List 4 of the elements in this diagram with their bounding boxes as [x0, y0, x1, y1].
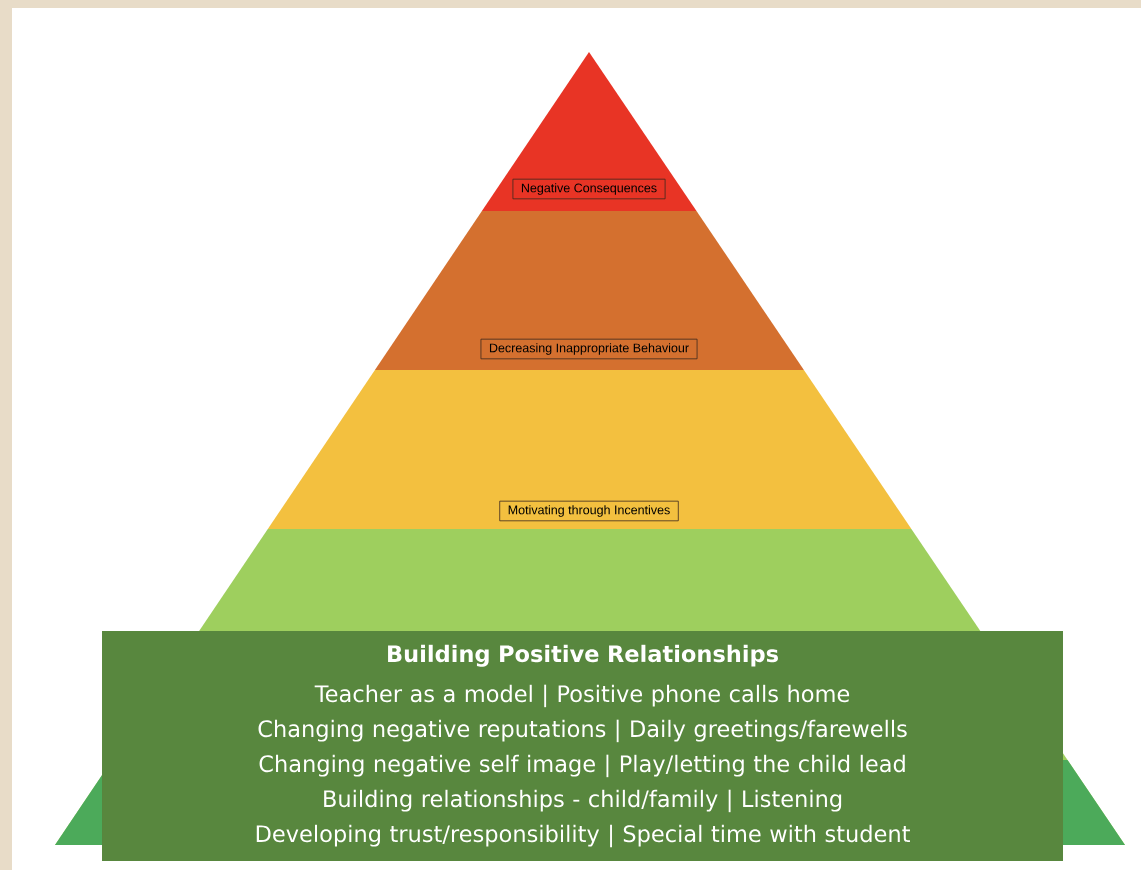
text-panel: Building Positive Relationships Teacher as a model | Positive phone calls home Changing negative reputations | Daily greetings/farewells Changing negative self image | Play/letting the child lead Building relationships - child/family | Listening Developing trust/responsibility | Special time with student	[102, 631, 1063, 861]
pyramid-tier: Decreasing Inappropriate Behaviour	[374, 211, 804, 370]
pyramid-tier: Motivating through Incentives	[267, 370, 912, 529]
pyramid-tier: Negative Consequences	[481, 52, 697, 211]
